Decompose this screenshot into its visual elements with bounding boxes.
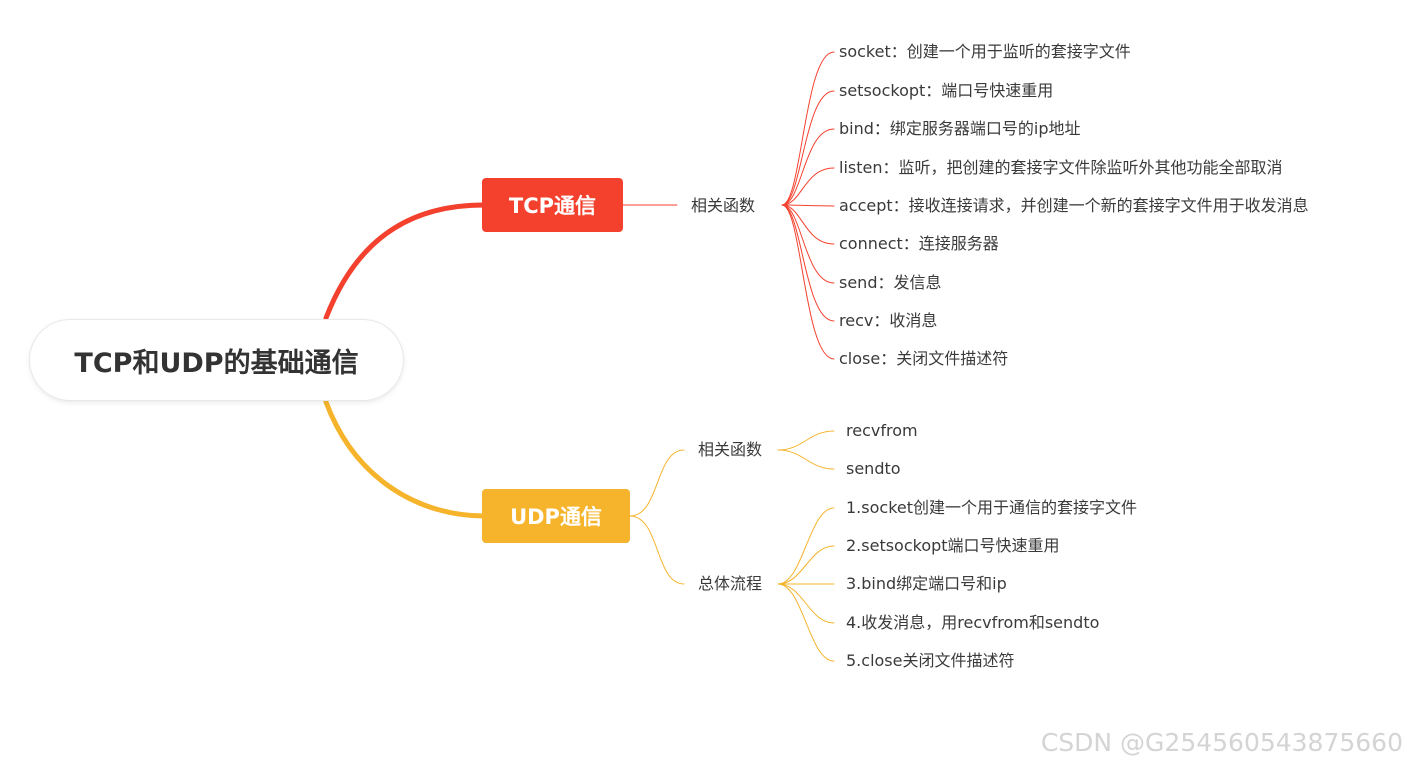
tcp-function-item[interactable]: socket：创建一个用于监听的套接字文件 (839, 42, 1131, 61)
udp-group-connector (629, 449, 685, 517)
tcp-leaf-connector (781, 51, 835, 206)
tcp-function-item[interactable]: setsockopt：端口号快速重用 (839, 81, 1054, 100)
udp-leaf-connector (777, 583, 835, 624)
udp-leaf-connector (777, 507, 835, 585)
udp-group-process[interactable]: 总体流程 (698, 574, 763, 593)
tcp-leaf-connector (781, 167, 835, 206)
tcp-group-functions[interactable]: 相关函数 (691, 196, 756, 215)
udp-process-step[interactable]: 4.收发消息，用recvfrom和sendto (846, 613, 1100, 632)
tcp-function-item[interactable]: send：发信息 (839, 273, 942, 292)
tcp-function-item[interactable]: recv：收消息 (839, 311, 938, 330)
udp-group-functions[interactable]: 相关函数 (698, 440, 763, 459)
udp-group-connector (629, 515, 685, 585)
root-tcp-connector (323, 202, 487, 321)
branch-udp[interactable]: UDP通信 (482, 489, 630, 543)
tcp-function-item[interactable]: accept：接收连接请求，并创建一个新的套接字文件用于收发消息 (839, 196, 1309, 215)
tcp-function-item[interactable]: connect：连接服务器 (839, 234, 999, 253)
udp-function-item[interactable]: sendto (846, 459, 901, 478)
watermark: CSDN @G2545605438756​60 (1040, 728, 1403, 757)
tcp-function-item[interactable]: bind：绑定服务器端口号的ip地址 (839, 119, 1081, 138)
udp-leaf-connector (777, 545, 835, 585)
tcp-leaf-connector (781, 128, 835, 206)
udp-process-step[interactable]: 5.close关闭文件描述符 (846, 651, 1015, 670)
tcp-function-item[interactable]: listen：监听，把创建的套接字文件除监听外其他功能全部取消 (839, 158, 1283, 177)
tcp-function-item[interactable]: close：关闭文件描述符 (839, 349, 1009, 368)
tcp-leaf-connector (781, 204, 835, 245)
udp-leaf-connector (777, 430, 835, 451)
tcp-leaf-connector (781, 204, 835, 360)
root-udp-connector (323, 399, 487, 519)
branch-tcp[interactable]: TCP通信 (482, 178, 623, 232)
tcp-leaf-connector (781, 204, 835, 322)
tcp-leaf-connector (781, 204, 835, 207)
udp-function-item[interactable]: recvfrom (846, 421, 918, 440)
udp-leaf-connector (777, 583, 835, 662)
udp-process-step[interactable]: 3.bind绑定端口号和ip (846, 574, 1007, 593)
tcp-leaf-connector (781, 90, 835, 206)
udp-leaf-connector (777, 449, 835, 470)
tcp-leaf-connector (781, 204, 835, 284)
udp-process-step[interactable]: 2.setsockopt端口号快速重用 (846, 536, 1060, 555)
udp-process-step[interactable]: 1.socket创建一个用于通信的套接字文件 (846, 498, 1138, 517)
root-topic[interactable]: TCP和UDP的基础通信 (30, 320, 403, 400)
